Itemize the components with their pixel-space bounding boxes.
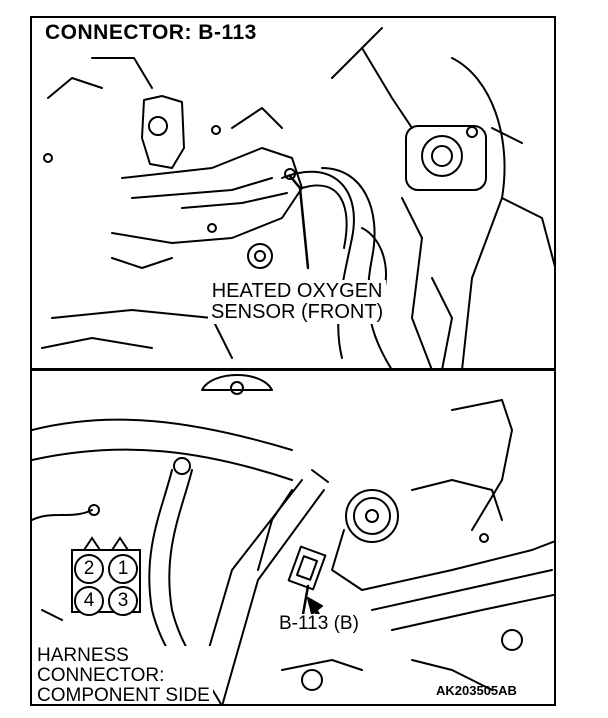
- connector-callout: B-113 (B): [277, 613, 361, 634]
- diagram-frame: CONNECTOR: B-113 HEATED OXYGEN SENSOR (F…: [30, 16, 556, 706]
- engine-bay-view-bottom: 2 1 4 3 B-113 (B) HARNESS CONNECTOR: COM…: [32, 370, 554, 706]
- pin-4: 4: [74, 586, 104, 616]
- figure-code: AK203505AB: [436, 683, 517, 698]
- pin-1: 1: [108, 554, 138, 584]
- connector-pinout: 2 1 4 3: [70, 536, 142, 620]
- sensor-label-line-2: SENSOR (FRONT): [211, 301, 384, 323]
- harness-label-line-1: HARNESS: [37, 645, 129, 666]
- sensor-label-line-1: HEATED OXYGEN: [211, 280, 383, 302]
- panel-divider: [32, 368, 554, 371]
- connector-title: CONNECTOR: B-113: [42, 21, 260, 45]
- sensor-label: HEATED OXYGEN SENSOR (FRONT): [208, 280, 387, 324]
- engine-bay-illustration-bottom: [32, 374, 554, 704]
- engine-bay-illustration-top: [41, 27, 554, 370]
- harness-label-line-2: CONNECTOR:: [37, 664, 165, 686]
- connector-housing: [71, 536, 141, 613]
- harness-label-line-3: COMPONENT SIDE: [37, 684, 210, 706]
- engine-bay-view-top: CONNECTOR: B-113 HEATED OXYGEN SENSOR (F…: [32, 18, 554, 370]
- pin-3: 3: [108, 586, 138, 616]
- pin-2: 2: [74, 554, 104, 584]
- harness-label: HARNESS CONNECTOR: COMPONENT SIDE: [34, 645, 213, 706]
